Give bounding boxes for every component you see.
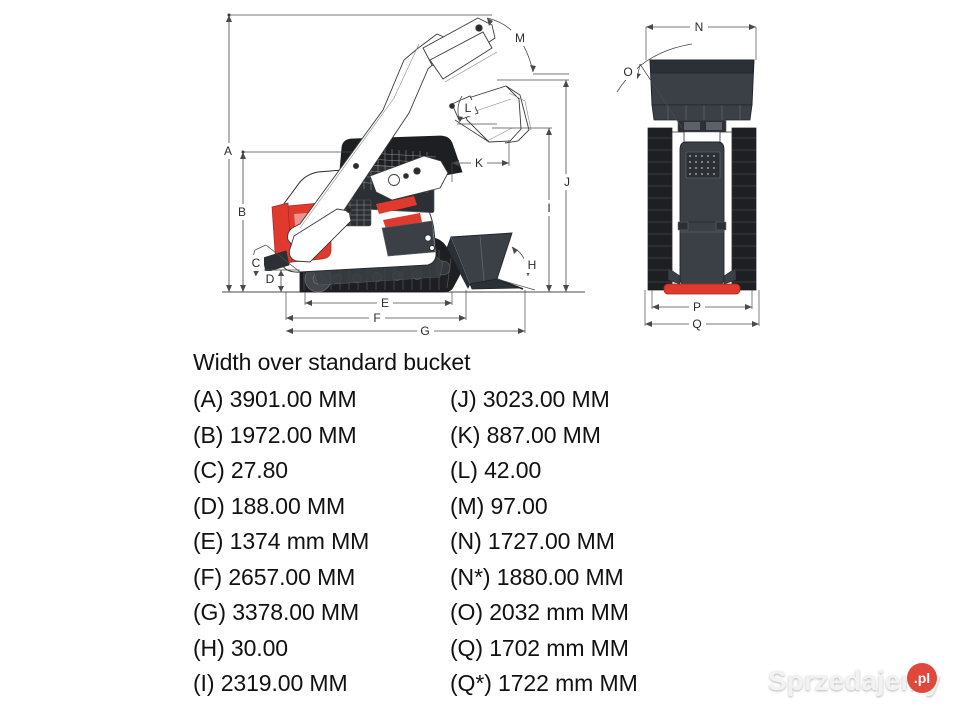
dim-label-F: F bbox=[373, 311, 380, 325]
spec-item: (C) 27.80 bbox=[193, 457, 288, 483]
spec-item: (N*) 1880.00 MM bbox=[450, 563, 624, 590]
dim-label-A: A bbox=[224, 144, 232, 158]
spec-item: (H) 30.00 bbox=[193, 634, 288, 661]
spec-item: (L) 42.00 bbox=[450, 457, 542, 483]
spec-item: (D) 188.00 MM bbox=[193, 492, 346, 519]
spec-item: (B) 1972.00 MM bbox=[193, 421, 357, 448]
spec-heading: Width over standard bucket bbox=[193, 349, 471, 375]
dim-label-P: P bbox=[693, 300, 701, 314]
spec-item: (M) 97.00 bbox=[450, 492, 548, 519]
dim-label-D: D bbox=[266, 272, 275, 286]
dim-label-Q: Q bbox=[692, 317, 701, 331]
dim-label-H: H bbox=[528, 258, 537, 272]
watermark-badge: .pl bbox=[907, 663, 937, 693]
spec-item: (K) 887.00 MM bbox=[450, 421, 601, 448]
dim-label-M: M bbox=[515, 31, 525, 45]
spec-item: (J) 3023.00 MM bbox=[450, 386, 610, 412]
dim-label-N: N bbox=[695, 20, 704, 34]
dim-label-O: O bbox=[623, 65, 632, 79]
spec-item: (G) 3378.00 MM bbox=[193, 599, 360, 625]
spec-item: (F) 2657.00 MM bbox=[193, 563, 356, 590]
dim-label-L: L bbox=[465, 101, 472, 115]
front-view-machine bbox=[647, 59, 757, 295]
spec-item: (O) 2032 mm MM bbox=[450, 599, 629, 625]
specification-list: Width over standard bucket (A) 3901.00 M… bbox=[0, 340, 960, 719]
dim-label-K: K bbox=[475, 156, 483, 170]
dim-label-J: J bbox=[564, 175, 570, 189]
spec-column-right: (J) 3023.00 MM (K) 887.00 MM (L) 42.00 (… bbox=[450, 382, 638, 702]
spec-item: (I) 2319.00 MM bbox=[193, 670, 348, 696]
dim-label-C: C bbox=[252, 256, 261, 270]
spec-item: (E) 1374 mm MM bbox=[193, 528, 370, 554]
dim-label-I: I bbox=[547, 201, 550, 215]
spec-item: (N) 1727.00 MM bbox=[450, 528, 615, 554]
spec-column-left: (A) 3901.00 MM (B) 1972.00 MM (C) 27.80 … bbox=[193, 382, 369, 702]
watermark: Sprzedajemy .pl bbox=[768, 663, 952, 709]
dim-label-B: B bbox=[238, 205, 246, 219]
dimension-letter-labels: A B C D E F G H I J K L M N bbox=[221, 19, 708, 339]
side-view-lift-arm bbox=[287, 17, 532, 263]
dimension-drawing-svg: Bobcat bbox=[221, 13, 760, 339]
spec-item: (Q) 1702 mm MM bbox=[450, 634, 629, 661]
dim-label-E: E bbox=[381, 296, 389, 310]
dim-label-G: G bbox=[420, 324, 429, 338]
technical-drawing: Bobcat bbox=[0, 0, 960, 340]
side-view-bucket-lowered bbox=[446, 232, 524, 290]
spec-item: (Q*) 1722 mm MM bbox=[450, 670, 638, 696]
spec-item: (A) 3901.00 MM bbox=[193, 386, 357, 412]
